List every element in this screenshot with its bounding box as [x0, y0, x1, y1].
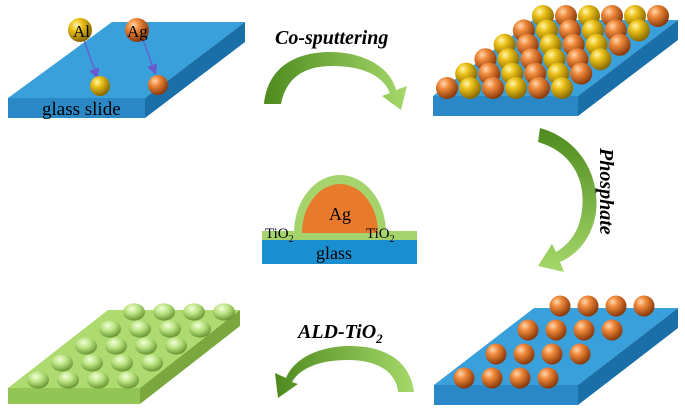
ag-particle [513, 343, 535, 365]
slide2-front [433, 96, 578, 116]
coated-particle [57, 371, 79, 389]
coated-particle [153, 303, 175, 321]
tio2-right-main: TiO [366, 226, 390, 242]
ag-core [302, 184, 378, 233]
al-label: Al [73, 22, 90, 41]
ag-particle [608, 33, 631, 56]
ald-tio2-arrow [275, 346, 414, 398]
tio2-right-label: TiO2 [366, 226, 395, 245]
ald-tio2-sub: 2 [375, 331, 383, 346]
coated-particle [75, 337, 97, 355]
al-particle [551, 77, 573, 99]
coated-particle [129, 320, 151, 338]
ag-particle [569, 343, 591, 365]
ag-particle [482, 77, 504, 99]
ag-arrow [142, 39, 158, 75]
glass-slide-label: glass slide [42, 99, 121, 120]
tio2-left-main: TiO [265, 226, 289, 242]
ag-particle [570, 62, 593, 85]
al-particle [505, 77, 527, 99]
coated-particle [87, 371, 109, 389]
ag-particle [517, 319, 539, 341]
ag-particle [528, 77, 550, 99]
ag-particle [481, 367, 503, 389]
coated-particle [159, 320, 181, 338]
slide4-side [140, 310, 240, 404]
ag-landing-sphere [148, 75, 168, 95]
tio2-left-sub: 2 [289, 234, 294, 245]
coated-particle-array [27, 303, 235, 389]
ag-particle [485, 343, 507, 365]
co-sputtering-arrow [264, 52, 407, 110]
ag-particle [647, 5, 669, 27]
ald-tio2-label: ALD-TiO2 [296, 321, 383, 346]
ag-label: Ag [127, 22, 148, 41]
coated-particle [165, 337, 187, 355]
al-particle [627, 19, 650, 42]
ag-particle [545, 319, 567, 341]
ald-tio2-main: ALD-TiO [296, 321, 376, 343]
ag-particle [573, 319, 595, 341]
panel-tio2-coated [8, 303, 240, 404]
coated-particle [135, 337, 157, 355]
slide1-side [145, 22, 245, 118]
ag-particle [577, 295, 599, 317]
ag-particle [509, 367, 531, 389]
slide3-front [434, 385, 578, 405]
tio2-layer [262, 231, 417, 240]
panel-co-sputtered [433, 5, 678, 116]
phosphate-arrow [538, 128, 597, 272]
ag-particle [601, 319, 623, 341]
phosphate-step: Phosphate [538, 128, 617, 272]
glass-label: glass [316, 243, 352, 263]
coated-particle [141, 354, 163, 372]
al-particle [589, 48, 612, 71]
ag-particle [605, 295, 627, 317]
coated-particle [51, 354, 73, 372]
slide3-side [578, 308, 678, 405]
ag-particle [549, 295, 571, 317]
ag-particle [436, 77, 458, 99]
ag-source-sphere [125, 18, 149, 42]
phosphate-label: Phosphate [595, 147, 617, 235]
coated-particle [213, 303, 235, 321]
coated-particle [117, 371, 139, 389]
ag-particle-array [453, 295, 655, 389]
ag-particle [537, 367, 559, 389]
slide1-top [8, 22, 245, 98]
slide2-side [578, 20, 678, 116]
coated-particle [123, 303, 145, 321]
coated-particle [81, 354, 103, 372]
al-arrow [83, 39, 100, 79]
core-shell-schematic: Ag TiO2 TiO2 glass [262, 175, 417, 264]
co-sputtering-step: Co-sputtering [264, 27, 407, 110]
glass-substrate [262, 240, 417, 264]
panel-glass-slide: Al Ag glass slide [8, 18, 245, 120]
ag-particle [453, 367, 475, 389]
tio2-left-label: TiO2 [265, 226, 294, 245]
ag-core-label: Ag [329, 204, 351, 224]
ald-tio2-step: ALD-TiO2 [275, 321, 414, 398]
panel-ag-particles [434, 295, 678, 405]
al-ag-particle-array [436, 5, 669, 99]
co-sputtering-label: Co-sputtering [275, 27, 388, 49]
coated-particle [105, 337, 127, 355]
coated-particle [183, 303, 205, 321]
coated-particle [189, 320, 211, 338]
al-particle [459, 77, 481, 99]
ag-particle [541, 343, 563, 365]
coated-particle [111, 354, 133, 372]
slide1-front [8, 98, 145, 118]
coated-particle [99, 320, 121, 338]
al-landing-sphere [90, 76, 110, 96]
ag-particle [633, 295, 655, 317]
tio2-right-sub: 2 [390, 234, 395, 245]
slide4-front [8, 388, 140, 404]
coated-particle [27, 371, 49, 389]
al-source-sphere [68, 18, 92, 42]
